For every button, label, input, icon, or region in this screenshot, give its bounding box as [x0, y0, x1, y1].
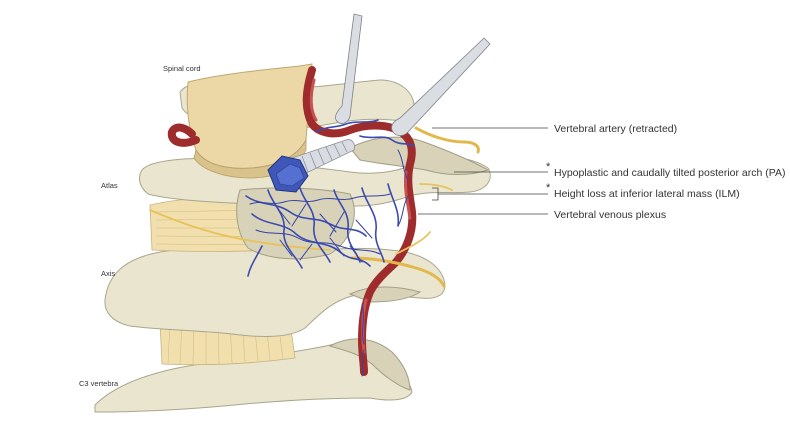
callout-vertebral-artery: Vertebral artery (retracted) [554, 123, 677, 135]
vertebral-venous-plexus [245, 119, 415, 377]
lateral-mass-screw [267, 139, 355, 193]
callout-venous-plexus: Vertebral venous plexus [554, 209, 666, 221]
nerve-roots [149, 126, 480, 288]
label-atlas: Atlas [101, 181, 118, 190]
callout-marker-posterior-arch: * [546, 161, 551, 173]
c3-vertebra [94, 338, 413, 413]
retractor-instruments [335, 13, 491, 136]
callout-posterior-arch: Hypoplastic and caudally tilted posterio… [554, 167, 786, 179]
label-axis: Axis [101, 269, 115, 278]
callout-inferior-lateral-mass: Height loss at inferior lateral mass (IL… [554, 188, 740, 200]
spinal-cord [186, 63, 313, 169]
leader-inferior-lateral-mass [432, 187, 548, 201]
label-spinal-cord: Spinal cord [163, 64, 201, 73]
callout-marker-inferior-lateral-mass: * [546, 182, 551, 194]
label-c3-vertebra: C3 vertebra [79, 379, 119, 388]
